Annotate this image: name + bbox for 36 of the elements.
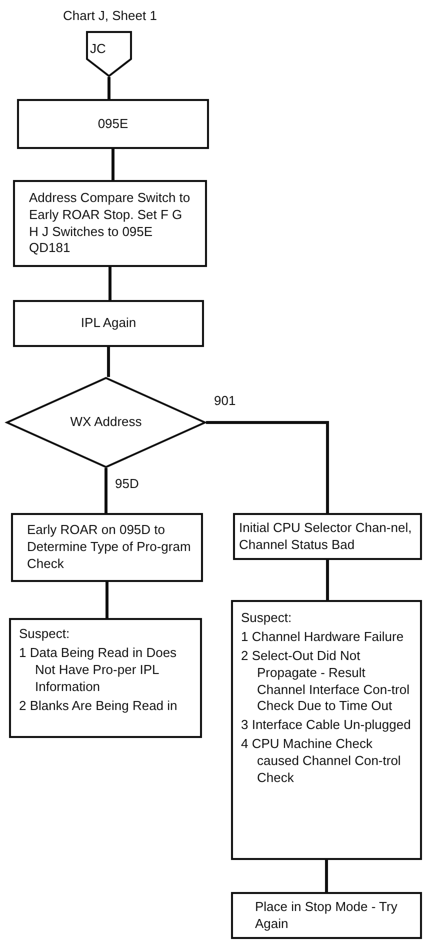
list-item: 2 Blanks Are Being Read in xyxy=(19,698,178,714)
node-text: IPL Again xyxy=(80,315,136,332)
node-text: Place in Stop Mode - Try Again xyxy=(255,898,398,932)
edge-label: 901 xyxy=(212,393,238,408)
list-heading: Suspect: xyxy=(19,626,71,643)
connector-line xyxy=(107,347,110,377)
process-box xyxy=(13,300,204,347)
list-heading: Suspect: xyxy=(241,610,293,627)
node-text: Early ROAR on 095D to Determine Type of Pro-gram Check xyxy=(27,522,192,573)
connector-line xyxy=(108,267,112,300)
list-item: 2 Select-Out Did Not Propagate - Result Channel Interface Con-trol Check Due to Time Out xyxy=(241,648,410,716)
process-box xyxy=(231,892,422,939)
list-item: 1 Channel Hardware Failure xyxy=(241,628,405,646)
connector-line xyxy=(325,860,328,892)
connector-line xyxy=(112,149,114,180)
node-text: WX Address xyxy=(70,414,142,431)
process-box xyxy=(231,600,422,860)
connector-line xyxy=(326,560,329,600)
connector-line xyxy=(206,421,329,513)
list-item: 4 CPU Machine Check caused Channel Con-trol Check xyxy=(241,736,402,787)
node-text: Address Compare Switch to Early ROAR Stop. Set F G H J Switches to 095E QD181 xyxy=(29,190,192,258)
connector-line xyxy=(104,468,108,513)
connector-line xyxy=(108,77,110,99)
process-box xyxy=(13,180,207,267)
connector-line xyxy=(106,582,108,618)
node-text: JC xyxy=(90,40,107,58)
edge-label: 95D xyxy=(113,476,141,491)
list-item: 1 Data Being Read in Does Not Have Pro-per IPL Information xyxy=(19,644,178,696)
process-box xyxy=(233,513,422,560)
node-text: Initial CPU Selector Chan-nel, Channel Status Bad xyxy=(239,520,413,554)
process-box xyxy=(9,618,202,738)
node-text: 095E xyxy=(98,116,128,132)
process-box xyxy=(17,99,209,149)
list-item: 3 Interface Cable Un-plugged xyxy=(241,717,412,734)
process-box xyxy=(11,513,203,582)
chart-reference: Chart J, Sheet 1 xyxy=(62,8,158,23)
